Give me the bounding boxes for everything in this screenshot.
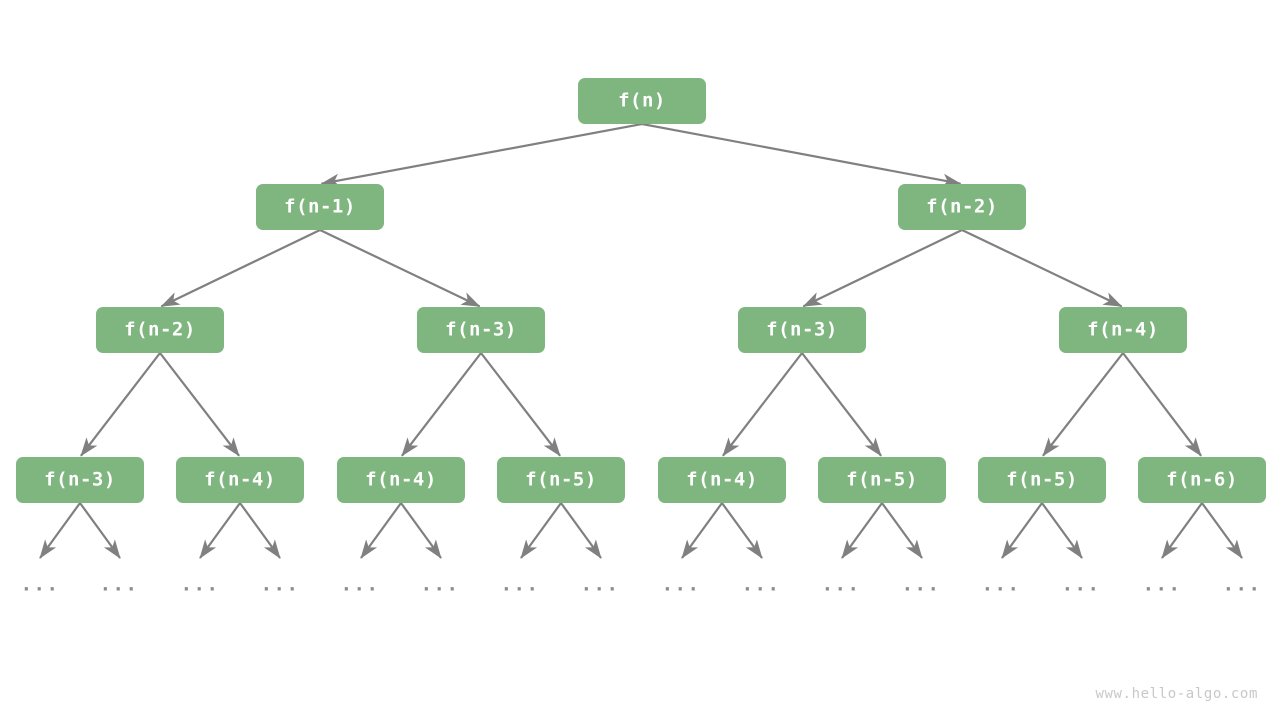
tree-node-label: f(n-2) <box>124 318 196 340</box>
tree-node-n5: f(n-3) <box>738 307 866 353</box>
tree-node-label: f(n-3) <box>766 318 838 340</box>
tree-node-label: f(n-5) <box>846 468 918 490</box>
tree-node-label: f(n-1) <box>284 195 356 217</box>
tree-node-label: f(n-3) <box>445 318 517 340</box>
ellipsis-marker: ... <box>661 573 701 596</box>
ellipsis-marker: ... <box>260 573 300 596</box>
tree-node-label: f(n-2) <box>926 195 998 217</box>
watermark-label: www.hello-algo.com <box>1095 686 1258 702</box>
ellipsis-marker: ... <box>180 573 220 596</box>
tree-node-n4: f(n-3) <box>417 307 545 353</box>
tree-node-label: f(n) <box>618 89 666 111</box>
ellipsis-marker: ... <box>1142 573 1182 596</box>
tree-node-label: f(n-4) <box>1087 318 1159 340</box>
tree-node-n10: f(n-5) <box>497 457 625 503</box>
ellipsis-marker: ... <box>1061 573 1101 596</box>
ellipsis-marker: ... <box>20 573 60 596</box>
ellipsis-marker: ... <box>821 573 861 596</box>
tree-node-n13: f(n-5) <box>978 457 1106 503</box>
tree-node-n14: f(n-6) <box>1138 457 1266 503</box>
tree-node-n0: f(n) <box>578 78 706 124</box>
tree-node-label: f(n-4) <box>686 468 758 490</box>
tree-node-label: f(n-5) <box>525 468 597 490</box>
tree-node-label: f(n-6) <box>1166 468 1238 490</box>
tree-node-n11: f(n-4) <box>658 457 786 503</box>
ellipsis-marker: ... <box>901 573 941 596</box>
ellipsis-marker: ... <box>981 573 1021 596</box>
ellipsis-marker: ... <box>1222 573 1262 596</box>
tree-node-n12: f(n-5) <box>818 457 946 503</box>
tree-node-label: f(n-3) <box>44 468 116 490</box>
tree-node-n2: f(n-2) <box>898 184 1026 230</box>
tree-node-label: f(n-5) <box>1006 468 1078 490</box>
tree-node-n8: f(n-4) <box>176 457 304 503</box>
tree-node-n6: f(n-4) <box>1059 307 1187 353</box>
ellipsis-marker: ... <box>99 573 139 596</box>
ellipsis-marker: ... <box>420 573 460 596</box>
tree-node-n7: f(n-3) <box>16 457 144 503</box>
tree-node-label: f(n-4) <box>365 468 437 490</box>
ellipsis-marker: ... <box>741 573 781 596</box>
tree-node-label: f(n-4) <box>204 468 276 490</box>
ellipsis-marker: ... <box>500 573 540 596</box>
ellipsis-marker: ... <box>580 573 620 596</box>
tree-node-n9: f(n-4) <box>337 457 465 503</box>
tree-node-n3: f(n-2) <box>96 307 224 353</box>
ellipsis-marker: ... <box>340 573 380 596</box>
tree-node-n1: f(n-1) <box>256 184 384 230</box>
